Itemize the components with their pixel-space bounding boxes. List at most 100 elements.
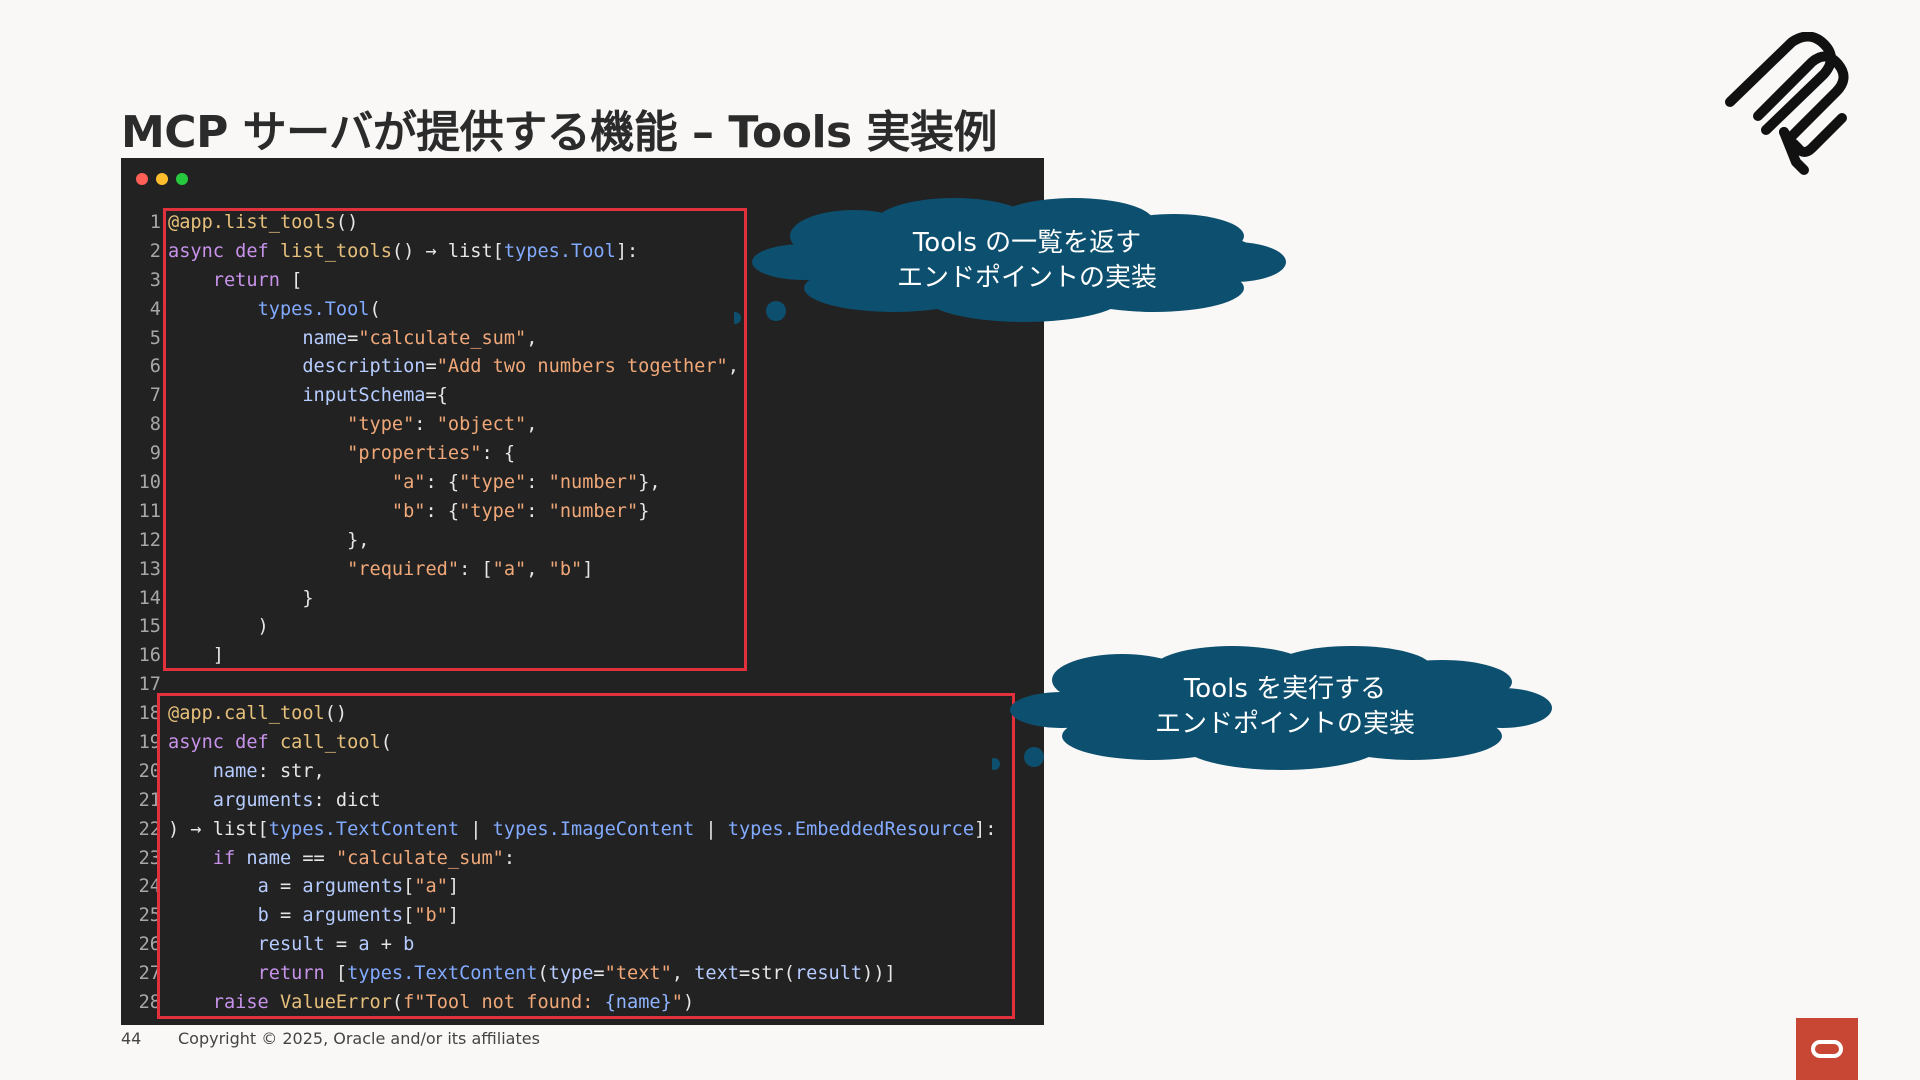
- line-number: 23: [138, 847, 161, 869]
- code-token: "properties": [347, 443, 482, 465]
- line-number: 22: [138, 818, 161, 840]
- line-number: 14: [138, 587, 161, 609]
- copyright-text: Copyright © 2025, Oracle and/or its affi…: [178, 1029, 540, 1048]
- code-token: "a": [414, 876, 448, 898]
- oracle-logo-icon: [1796, 1018, 1858, 1080]
- code-token: "b": [391, 500, 426, 522]
- code-text: inputSchema={: [161, 382, 448, 411]
- code-line: 20 name: str,: [121, 758, 1044, 787]
- code-token: "calculate_sum": [358, 327, 527, 349]
- code-token: type: [548, 963, 594, 985]
- code-text: ]: [161, 642, 224, 671]
- code-line: 22) → list[types.TextContent | types.Ima…: [121, 816, 1044, 845]
- close-dot-icon[interactable]: [136, 173, 148, 185]
- code-line: 3 return [: [121, 267, 1044, 296]
- callout-list-tools-line1: Tools の一覧を返す: [912, 228, 1142, 258]
- code-token: "calculate_sum": [335, 847, 504, 869]
- code-token: ): [682, 992, 695, 1014]
- code-line: 8 "type": "object",: [121, 411, 1044, 440]
- code-token: : {: [481, 443, 516, 465]
- code-token: ]: [447, 876, 460, 898]
- code-token: |: [694, 818, 728, 840]
- code-token: [: [324, 963, 348, 985]
- code-text: async def call_tool(: [161, 729, 392, 758]
- code-token: name: [302, 327, 348, 349]
- code-text: "b": {"type": "number"}: [161, 498, 650, 527]
- line-number: 10: [138, 472, 161, 494]
- code-text: b = arguments["b"]: [161, 902, 460, 931]
- code-token: "text": [604, 963, 672, 985]
- code-token: ={: [425, 385, 448, 407]
- code-token: : str,: [257, 760, 325, 782]
- code-token: }: [638, 500, 650, 522]
- code-token: =: [593, 963, 605, 985]
- line-number: 24: [138, 876, 161, 898]
- callout-call-tool-line1: Tools を実行する: [1183, 674, 1387, 704]
- code-token: async def: [168, 240, 280, 262]
- line-number: 4: [149, 298, 161, 320]
- line-number: 17: [138, 674, 161, 696]
- line-number: 26: [138, 934, 161, 956]
- code-token: ]: [582, 558, 594, 580]
- code-token: |: [459, 818, 493, 840]
- code-token: result: [794, 963, 863, 985]
- code-line: 17: [121, 671, 1044, 700]
- code-text: "a": {"type": "number"},: [161, 469, 661, 498]
- code-line: 1@app.list_tools(): [121, 209, 1044, 238]
- code-token: name: [246, 847, 292, 869]
- line-number: 28: [138, 992, 161, 1014]
- code-text: name="calculate_sum",: [161, 325, 537, 354]
- line-number: 7: [149, 385, 161, 407]
- code-text: a = arguments["a"]: [161, 873, 460, 902]
- code-text: async def list_tools() → list[types.Tool…: [161, 238, 638, 267]
- code-token: () → list[: [391, 240, 504, 262]
- code-token: ]: [447, 905, 460, 927]
- code-token: return: [257, 963, 325, 985]
- callout-list-tools: Tools の一覧を返す エンドポイントの実装: [734, 196, 1320, 336]
- page-number: 44: [121, 1029, 142, 1048]
- code-token: types.EmbeddedResource: [727, 818, 975, 840]
- minimize-dot-icon[interactable]: [156, 173, 168, 185]
- code-text: return [types.TextContent(type="text", t…: [161, 960, 896, 989]
- code-token: ==: [291, 847, 336, 869]
- code-line: 18@app.call_tool(): [121, 700, 1044, 729]
- line-number: 3: [149, 269, 161, 291]
- code-token: ,: [727, 356, 739, 378]
- code-token: types.Tool: [503, 240, 616, 262]
- code-line: 6 description="Add two numbers together"…: [121, 353, 1044, 382]
- code-line: 9 "properties": {: [121, 440, 1044, 469]
- code-text: ): [161, 613, 269, 642]
- code-token: types.ImageContent: [492, 818, 695, 840]
- code-token: },: [638, 472, 661, 494]
- code-token: [: [279, 269, 303, 291]
- line-number: 19: [138, 732, 161, 754]
- code-text: raise ValueError(f"Tool not found: {name…: [161, 989, 694, 1018]
- code-text: "type": "object",: [161, 411, 537, 440]
- code-token: [: [403, 876, 415, 898]
- code-token: ,: [526, 327, 538, 349]
- code-token: types.TextContent: [268, 818, 460, 840]
- line-number: 9: [149, 443, 161, 465]
- code-line: 21 arguments: dict: [121, 787, 1044, 816]
- code-token: result: [257, 934, 325, 956]
- maximize-dot-icon[interactable]: [176, 173, 188, 185]
- code-token: [: [403, 905, 415, 927]
- callout-call-tool: Tools を実行する エンドポイントの実装: [992, 644, 1578, 784]
- code-token: "Add two numbers together": [436, 356, 728, 378]
- code-token: :: [414, 414, 437, 436]
- line-number: 25: [138, 905, 161, 927]
- line-number: 15: [138, 616, 161, 638]
- code-token: types.TextContent: [347, 963, 538, 985]
- code-token: if: [212, 847, 247, 869]
- code-token: }: [168, 587, 314, 609]
- code-token: arguments: [302, 876, 404, 898]
- code-token: ,: [526, 414, 538, 436]
- code-token: arguments: [212, 789, 314, 811]
- code-token: (): [335, 212, 359, 233]
- code-token: arguments: [302, 905, 404, 927]
- line-number: 16: [138, 645, 161, 667]
- code-token: call_tool: [279, 732, 381, 754]
- code-token: +: [369, 934, 404, 956]
- line-number: 18: [138, 703, 161, 725]
- code-token: @app.list_tools: [168, 212, 336, 233]
